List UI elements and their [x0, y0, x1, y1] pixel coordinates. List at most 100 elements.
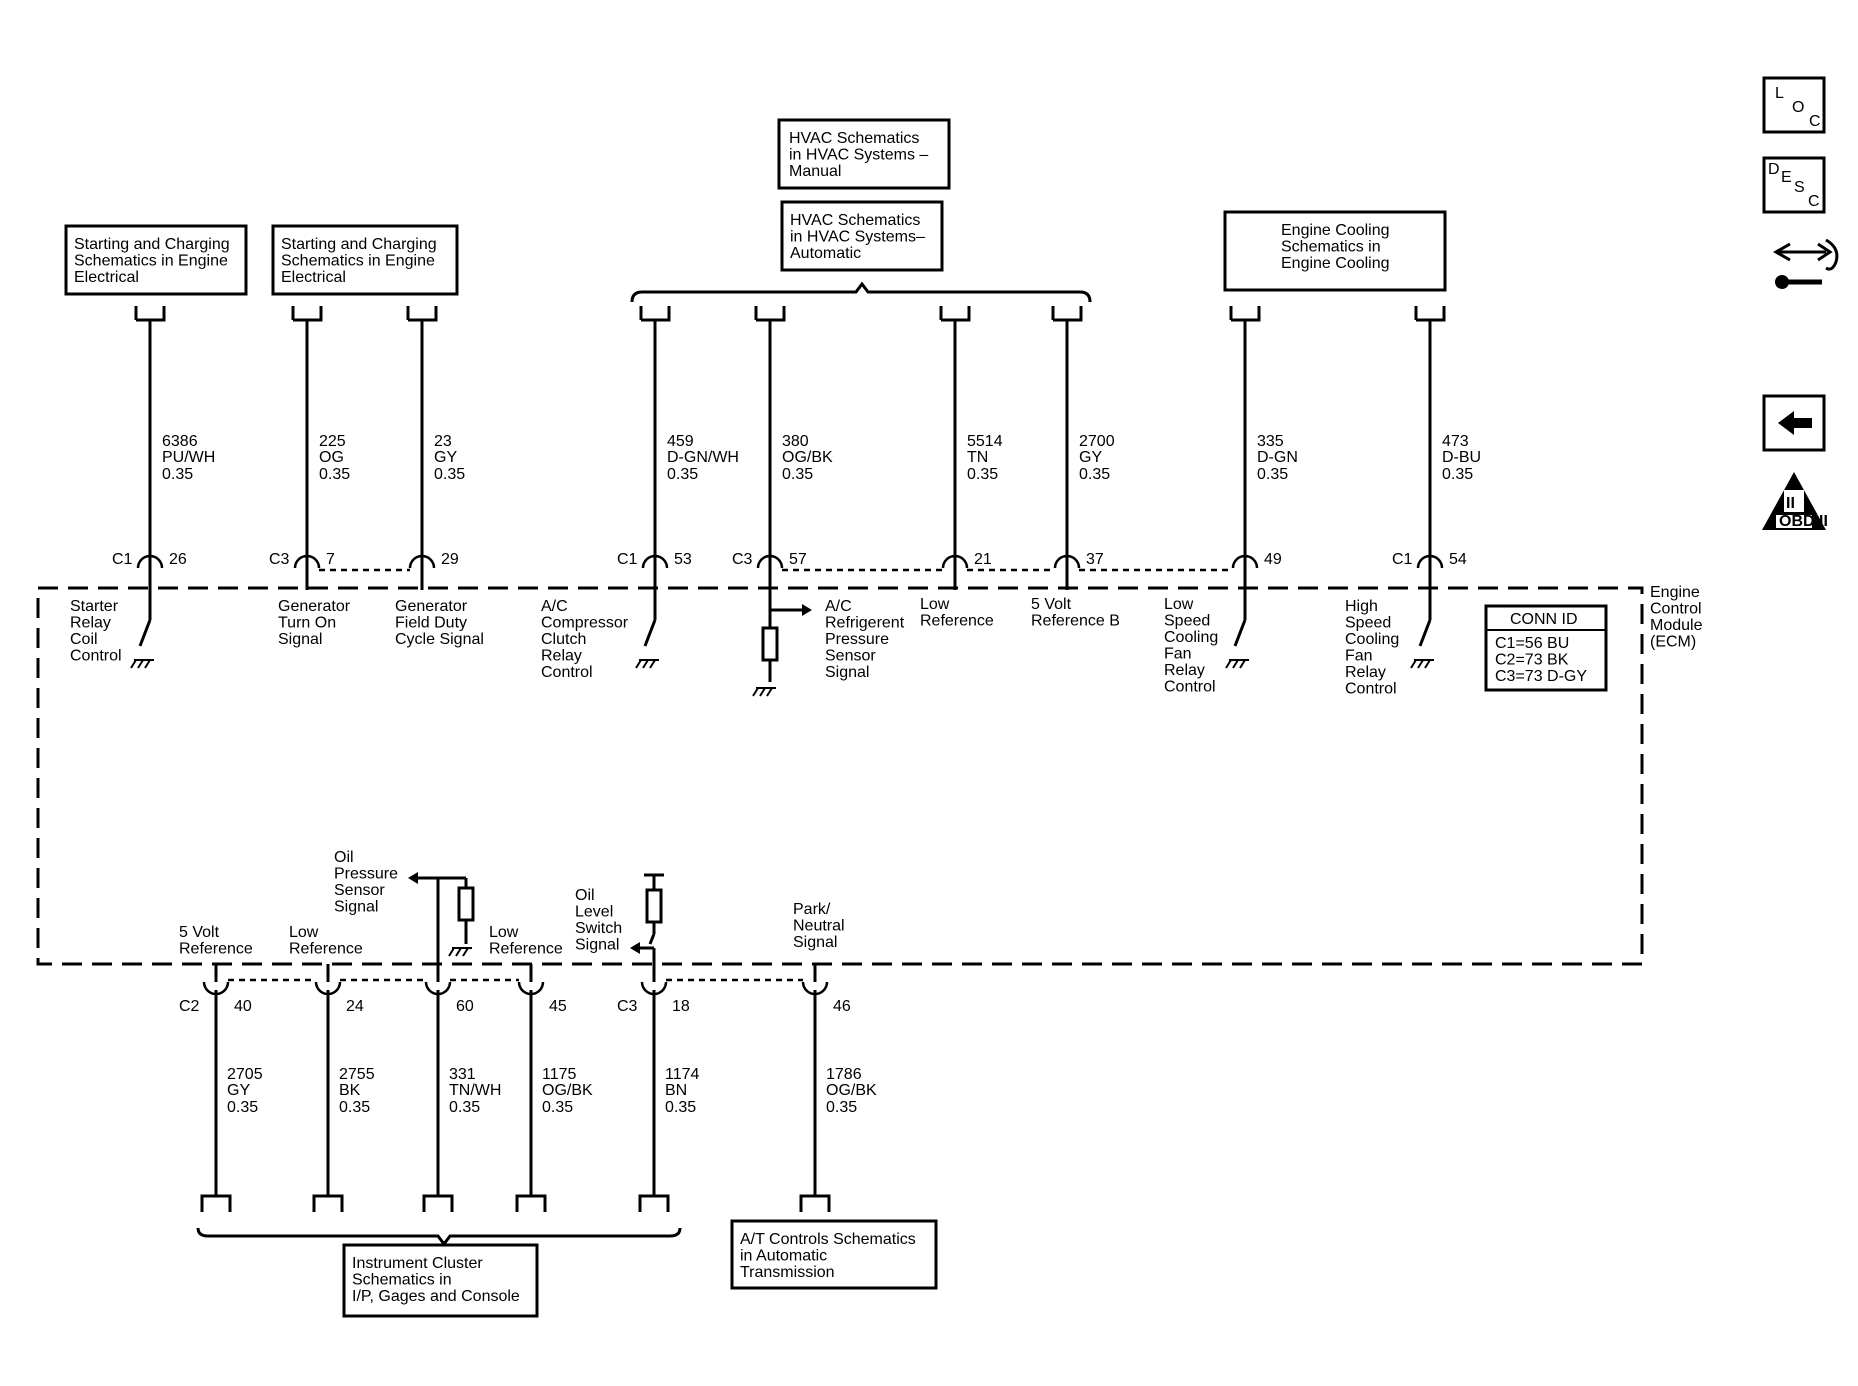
pin-number: 26	[169, 551, 187, 568]
circuit-function: Signal	[575, 937, 619, 954]
circuit-function: Speed	[1164, 613, 1210, 630]
wire-color: D-GN	[1257, 449, 1298, 466]
brace	[196, 1227, 682, 1247]
pin-connector	[641, 554, 669, 569]
ref-box-frame[interactable]	[1223, 210, 1447, 292]
circuit-number: 23	[434, 433, 452, 450]
wire-terminal	[406, 306, 438, 322]
circuit-function: Relay	[70, 615, 111, 632]
wire-gauge: 0.35	[319, 466, 350, 483]
ref-box-frame[interactable]	[730, 1219, 938, 1290]
circuit-function: Low	[489, 924, 519, 941]
connector-id: C3	[269, 551, 290, 568]
wire-gauge: 0.35	[667, 466, 698, 483]
circuit-function: Switch	[575, 920, 622, 937]
ground-tick	[462, 947, 469, 957]
ref-box-text: Engine Cooling	[1281, 222, 1390, 239]
circuit-function: Signal	[825, 664, 869, 681]
circuit-function: Starter	[70, 598, 119, 615]
circuit-number: 331	[449, 1066, 476, 1083]
ref-box-frame[interactable]	[780, 200, 944, 272]
ref-box-text: I/P, Gages and Console	[352, 1288, 520, 1305]
pin-connector	[408, 554, 436, 569]
connector-id: C1	[1392, 551, 1413, 568]
wire-gauge: 0.35	[162, 466, 193, 483]
pin-connector	[756, 554, 784, 569]
conn-id-line: C1=56 BU	[1495, 635, 1569, 652]
pin-connector	[1053, 554, 1081, 569]
desc-letter: E	[1781, 169, 1792, 186]
wire-terminal	[754, 306, 786, 322]
connector-id: C1	[112, 551, 133, 568]
wire-gauge: 0.35	[1079, 466, 1110, 483]
wire-gauge: 0.35	[1442, 466, 1473, 483]
circuit-function: Reference	[179, 941, 253, 958]
back-button[interactable]	[1762, 394, 1826, 452]
circuit-function: Reference	[289, 941, 363, 958]
circuit-function: A/C	[541, 598, 568, 615]
wire-color: BK	[339, 1082, 361, 1099]
loc-button-frame[interactable]	[1762, 76, 1826, 134]
ref-box-text: in HVAC Systems–	[790, 229, 925, 246]
ground-symbol	[635, 659, 659, 669]
circuit-number: 225	[319, 433, 346, 450]
schematic-icon[interactable]	[1772, 238, 1839, 289]
circuit-function: Control	[1345, 681, 1397, 698]
wire-color: D-BU	[1442, 449, 1481, 466]
circuit-function: Reference	[489, 941, 563, 958]
ground-tick	[144, 659, 151, 669]
desc-button-frame[interactable]	[1762, 156, 1826, 214]
circuit-function: Neutral	[793, 918, 845, 935]
switch-blade	[1233, 619, 1247, 647]
ground-symbol	[752, 687, 776, 697]
pin-number: 57	[789, 551, 807, 568]
ref-box-text: Starting and Charging	[74, 236, 230, 253]
circuit-function: Relay	[541, 648, 582, 665]
pin-number: 18	[672, 998, 690, 1015]
ref-box-text: HVAC Schematics	[790, 212, 920, 229]
circuit-function: Coil	[70, 631, 98, 648]
ref-box-frame[interactable]	[271, 224, 459, 296]
pin-connector	[1231, 554, 1259, 569]
conn-id-line: C3=73 D-GY	[1495, 668, 1587, 685]
ref-box-frame[interactable]	[342, 1243, 539, 1318]
top-circuit-49[interactable]: 335D-GN0.3549LowSpeedCoolingFanRelayCont…	[1164, 306, 1298, 696]
ref-box-frame[interactable]	[777, 118, 951, 190]
ground-symbol	[1410, 659, 1434, 669]
ref-box-text: Schematics in Engine	[74, 253, 228, 270]
pin-number: 46	[833, 998, 851, 1015]
loc-button[interactable]: LOC	[1762, 76, 1826, 134]
ground-tick	[649, 659, 656, 669]
pin-number: 37	[1086, 551, 1104, 568]
wire-color: TN/WH	[449, 1082, 501, 1099]
pin-number: 21	[974, 551, 992, 568]
circuit-function: Signal	[278, 631, 322, 648]
ref-box-frame[interactable]	[64, 224, 248, 296]
wire-gauge: 0.35	[665, 1099, 696, 1116]
circuit-function: Speed	[1345, 615, 1391, 632]
